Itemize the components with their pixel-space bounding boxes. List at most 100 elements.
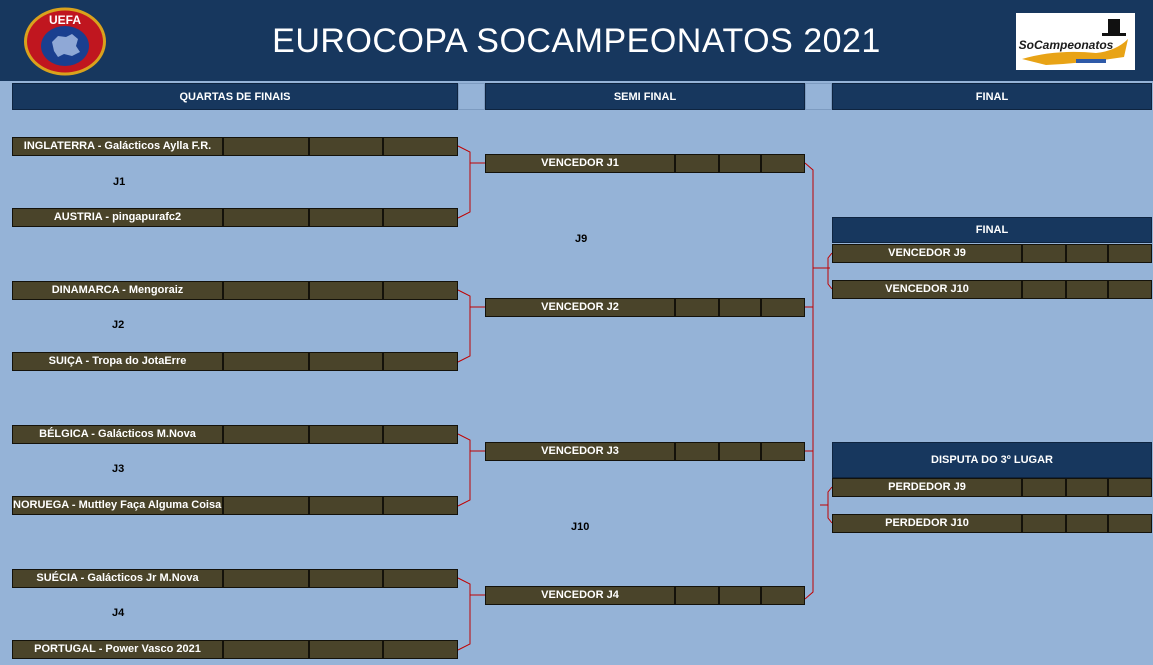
score-cell[interactable] [223,281,309,300]
socampeonatos-logo: SoCampeonatos [1016,13,1135,70]
semi-team: VENCEDOR J4 [485,586,675,605]
qf-row: PORTUGAL - Power Vasco 2021 [12,640,458,659]
score-cell[interactable] [1066,244,1108,263]
semi-label: J9 [575,233,588,245]
score-cell[interactable] [719,154,761,173]
semi-team: VENCEDOR J2 [485,298,675,317]
third-place-team: PERDEDOR J10 [832,514,1022,533]
final-heading: FINAL [832,217,1152,243]
score-cell[interactable] [223,640,309,659]
page-title: EUROCOPA SOCAMPEONATOS 2021 [272,22,881,60]
final-row: VENCEDOR J10 [832,280,1152,299]
team-name: INGLATERRA - Galácticos Aylla F.R. [12,137,223,156]
semi-row: VENCEDOR J3 [485,442,805,461]
qf-row: AUSTRIA - pingapurafc2 [12,208,458,227]
score-cell[interactable] [1022,244,1066,263]
score-cell[interactable] [309,137,383,156]
score-cell[interactable] [223,352,309,371]
semi-team: VENCEDOR J1 [485,154,675,173]
header-bar: UEFA EUROCOPA SOCAMPEONATOS 2021 SoCampe… [0,0,1153,81]
connector-j4 [457,577,485,651]
score-cell[interactable] [223,496,309,515]
column-semi-header: SEMI FINAL [485,83,805,110]
match-label: J4 [112,607,125,619]
score-cell[interactable] [761,154,805,173]
score-cell[interactable] [1108,478,1152,497]
score-cell[interactable] [675,442,719,461]
team-name: AUSTRIA - pingapurafc2 [12,208,223,227]
score-cell[interactable] [383,352,458,371]
score-cell[interactable] [309,352,383,371]
score-cell[interactable] [1108,514,1152,533]
team-name: DINAMARCA - Mengoraiz [12,281,223,300]
score-cell[interactable] [1108,244,1152,263]
qf-row: BÉLGICA - Galácticos M.Nova [12,425,458,444]
connector-final [820,252,833,290]
connector-third [820,486,833,524]
score-cell[interactable] [383,569,458,588]
score-cell[interactable] [383,496,458,515]
semi-row: VENCEDOR J4 [485,586,805,605]
score-cell[interactable] [223,425,309,444]
score-cell[interactable] [223,569,309,588]
qf-row: SUIÇA - Tropa do JotaErre [12,352,458,371]
team-name: SUIÇA - Tropa do JotaErre [12,352,223,371]
score-cell[interactable] [383,137,458,156]
score-cell[interactable] [309,640,383,659]
score-cell[interactable] [1066,280,1108,299]
team-name: SUÉCIA - Galácticos Jr M.Nova [12,569,223,588]
qf-row: DINAMARCA - Mengoraiz [12,281,458,300]
final-row: VENCEDOR J9 [832,244,1152,263]
team-name: NORUEGA - Muttley Faça Alguma Coisa [12,496,223,515]
score-cell[interactable] [309,569,383,588]
score-cell[interactable] [309,208,383,227]
score-cell[interactable] [309,281,383,300]
score-cell[interactable] [383,425,458,444]
score-cell[interactable] [309,425,383,444]
score-cell[interactable] [1108,280,1152,299]
match-label: J2 [112,319,125,331]
uefa-logo-text: UEFA [49,13,81,27]
third-place-row: PERDEDOR J9 [832,478,1152,497]
team-name: PORTUGAL - Power Vasco 2021 [12,640,223,659]
score-cell[interactable] [761,442,805,461]
score-cell[interactable] [675,586,719,605]
connector-semis [804,162,830,600]
third-place-team: PERDEDOR J9 [832,478,1022,497]
match-label: J1 [113,176,126,188]
qf-row: SUÉCIA - Galácticos Jr M.Nova [12,569,458,588]
score-cell[interactable] [309,496,383,515]
score-cell[interactable] [719,298,761,317]
third-place-heading: DISPUTA DO 3º LUGAR [832,442,1152,478]
score-cell[interactable] [675,298,719,317]
score-cell[interactable] [1066,478,1108,497]
score-cell[interactable] [1022,280,1066,299]
score-cell[interactable] [719,442,761,461]
final-team: VENCEDOR J10 [832,280,1022,299]
match-label: J3 [112,463,125,475]
score-cell[interactable] [383,281,458,300]
score-cell[interactable] [1066,514,1108,533]
score-cell[interactable] [1022,478,1066,497]
connector-j1 [457,145,485,219]
score-cell[interactable] [1022,514,1066,533]
socampeonatos-logo-text: SoCampeonatos [1019,38,1114,52]
score-cell[interactable] [223,208,309,227]
header-gap [458,83,485,110]
score-cell[interactable] [383,208,458,227]
connector-j3 [457,433,485,507]
final-team: VENCEDOR J9 [832,244,1022,263]
score-cell[interactable] [719,586,761,605]
header-gap [805,83,832,110]
score-cell[interactable] [761,586,805,605]
score-cell[interactable] [223,137,309,156]
score-cell[interactable] [675,154,719,173]
semi-row: VENCEDOR J1 [485,154,805,173]
score-cell[interactable] [761,298,805,317]
semi-team: VENCEDOR J3 [485,442,675,461]
uefa-logo: UEFA [24,7,106,76]
third-place-row: PERDEDOR J10 [832,514,1152,533]
score-cell[interactable] [383,640,458,659]
connector-j2 [457,289,485,363]
